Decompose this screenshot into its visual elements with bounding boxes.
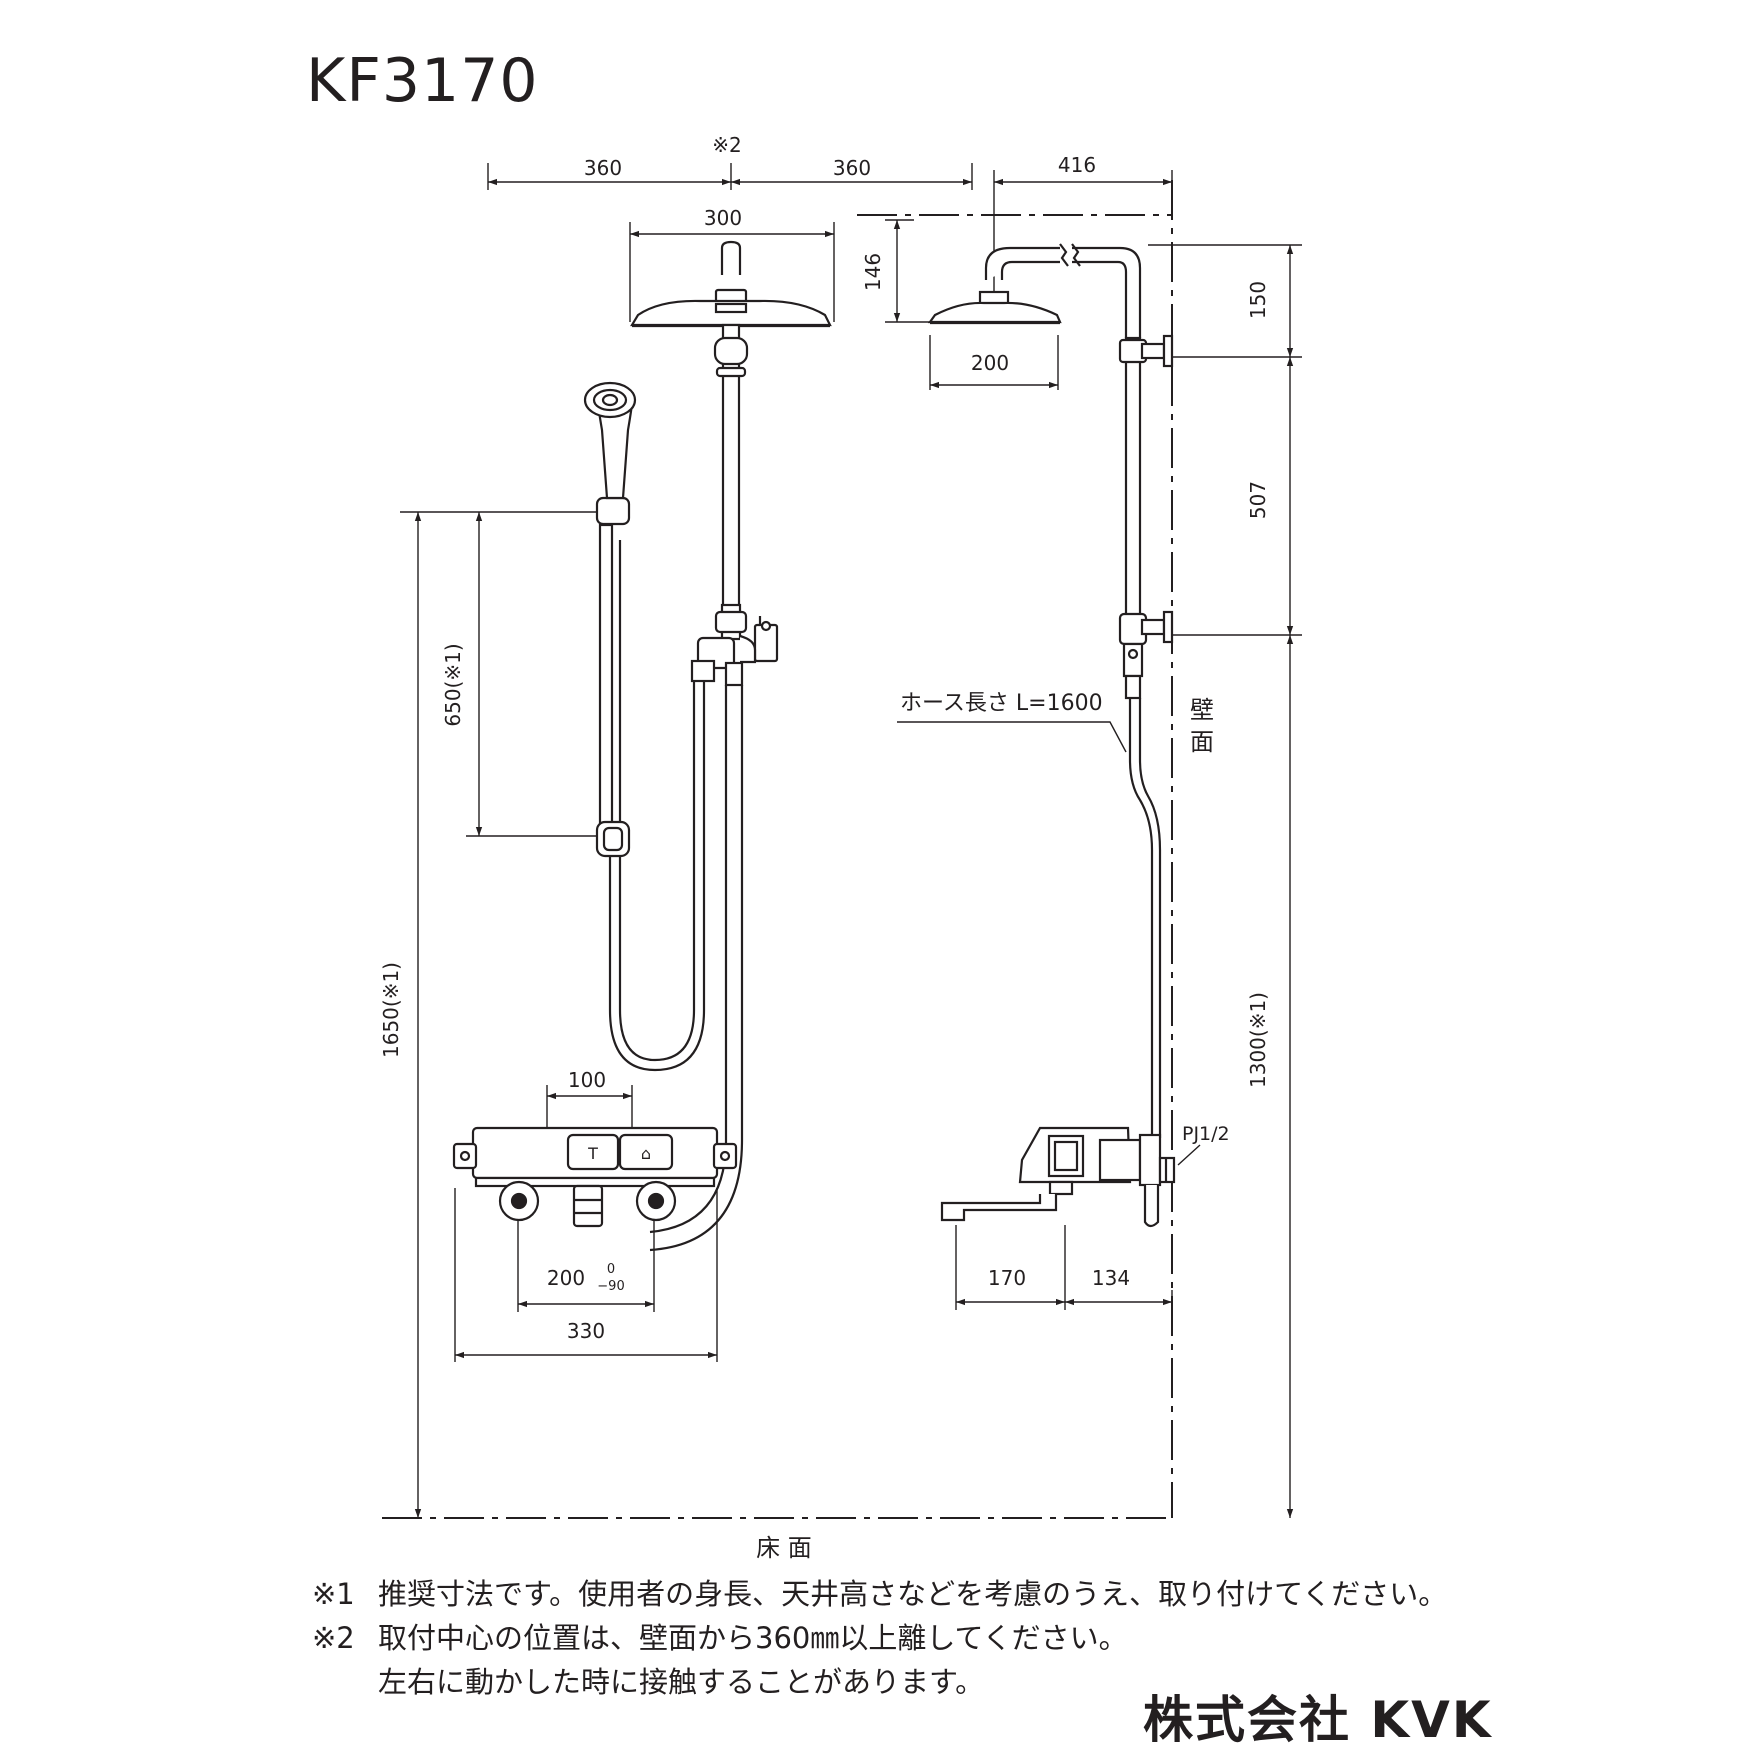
wall-floor-lines (382, 180, 1173, 1519)
dim-slide-bar: 650(※1) (441, 643, 465, 726)
hose-length-label: ホース長さ L=1600 (900, 691, 1103, 716)
dim-inlet-spacing: 200 (547, 1266, 585, 1290)
note-1-text: 推奨寸法です。使用者の身長、天井高さなどを考慮のうえ、取り付けてください。 (378, 1577, 1448, 1611)
dim-wall-to-spout: 134 (1092, 1266, 1130, 1290)
dim-center-mark: ※2 (712, 133, 741, 157)
dim-handle-spacing: 100 (568, 1068, 606, 1092)
dim-overhead-width: 300 (704, 206, 742, 230)
dim-overhead-height: 146 (861, 253, 885, 291)
dim-bracket-spacing: 507 (1246, 481, 1270, 519)
dim-inlet-tol-upper: 0 (607, 1262, 615, 1277)
note-1-mark: ※1 (312, 1577, 355, 1611)
dim-overall-height: 1650(※1) (379, 962, 403, 1058)
company-logo: 株式会社 KVK (1143, 1691, 1493, 1749)
annotations: ホース長さ L=1600 壁 面 PJ1/2 床 面 (756, 691, 1229, 1562)
thread-label: PJ1/2 (1182, 1123, 1230, 1145)
dim-spout-length: 170 (988, 1266, 1026, 1290)
floor-label: 床 面 (756, 1534, 812, 1562)
dimension-lines (400, 163, 1302, 1518)
dim-wall-offset: 416 (1058, 153, 1096, 177)
note-2-text: 取付中心の位置は、壁面から360㎜以上離してください。 (378, 1621, 1128, 1655)
dim-inlet-tol-lower: −90 (597, 1279, 624, 1294)
note-2-mark: ※2 (312, 1621, 355, 1655)
dim-right-offset: 360 (833, 156, 871, 180)
dim-left-offset: 360 (584, 156, 622, 180)
svg-text:⌂: ⌂ (641, 1144, 651, 1163)
dim-body-width: 330 (567, 1319, 605, 1343)
note-3-text: 左右に動かした時に接触することがあります。 (378, 1665, 985, 1699)
dimension-labels: 360 360 ※2 416 300 200 100 200 0 −90 330… (379, 133, 1270, 1343)
dim-top-to-bracket: 150 (1246, 281, 1270, 319)
wall-label-2: 面 (1190, 728, 1214, 756)
svg-text:T: T (587, 1144, 598, 1163)
dim-overhead-side-width: 200 (971, 351, 1009, 375)
front-view: T ⌂ (452, 240, 832, 1252)
dim-wall-height: 1300(※1) (1246, 992, 1270, 1088)
model-title: KF3170 (306, 46, 539, 116)
wall-label-1: 壁 (1190, 696, 1214, 724)
side-view (927, 243, 1176, 1228)
